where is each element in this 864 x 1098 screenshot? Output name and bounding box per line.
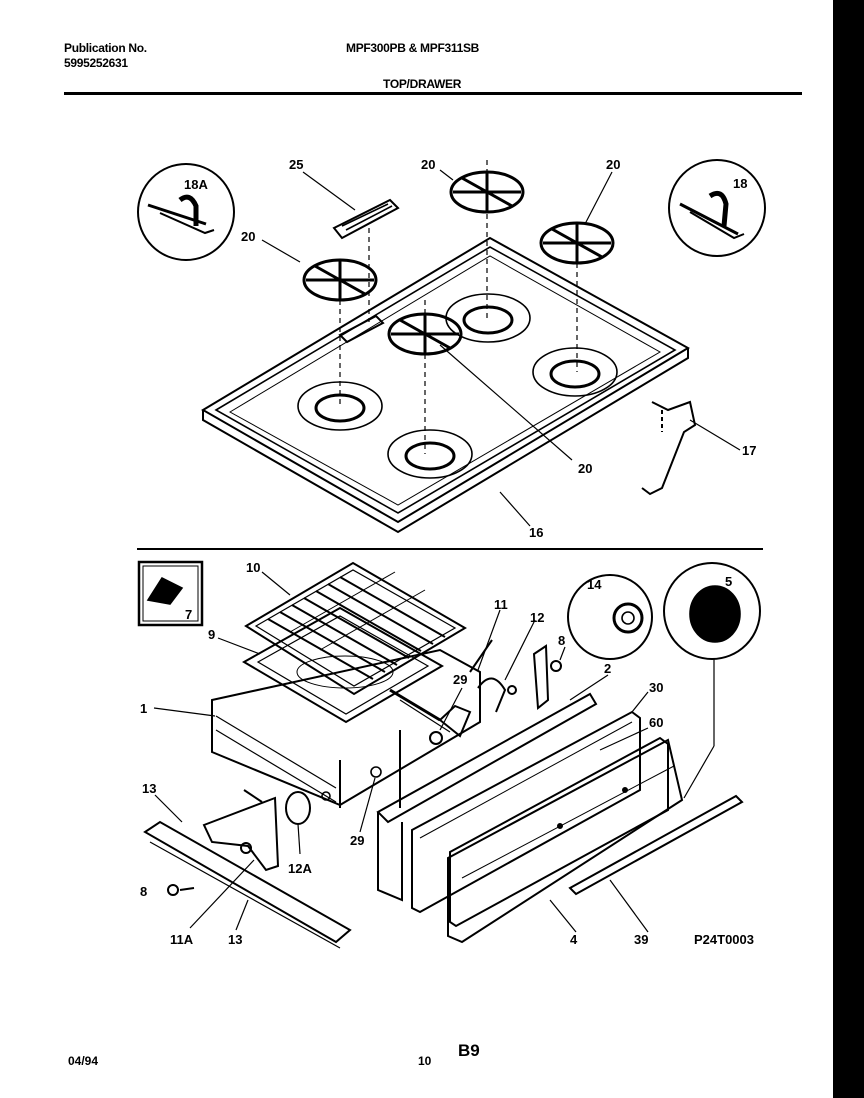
section-title: TOP/DRAWER <box>383 77 462 91</box>
drawer-panel-60 <box>449 736 669 928</box>
burner-alignment-lines <box>339 160 578 454</box>
callout-4: 4 <box>570 932 578 947</box>
callout-13-lower: 13 <box>228 932 242 947</box>
callout-1: 1 <box>140 701 147 716</box>
grate-left-20 <box>302 258 378 302</box>
callout-12a: 12A <box>288 861 312 876</box>
footer-section-code: B9 <box>458 1041 480 1060</box>
callout-17: 17 <box>742 443 756 458</box>
publication-number: 5995252631 <box>64 56 128 70</box>
detail-circle-14 <box>567 574 653 660</box>
detail-circle-5 <box>663 562 761 660</box>
detail-circle-18 <box>668 159 766 257</box>
publication-label: Publication No. <box>64 41 147 55</box>
leader-lines-bottom <box>153 571 715 933</box>
callout-8-upper: 8 <box>558 633 565 648</box>
section-divider <box>137 548 763 550</box>
callout-16: 16 <box>529 525 543 540</box>
detail-circle-18a <box>137 163 235 261</box>
header-rule <box>64 92 802 95</box>
callout-29-upper: 29 <box>453 672 467 687</box>
grate-right-20 <box>539 221 615 265</box>
model-numbers: MPF300PB & MPF311SB <box>346 41 480 55</box>
vent-trim-25 <box>332 198 400 344</box>
callout-60: 60 <box>649 715 663 730</box>
callout-29-lower: 29 <box>350 833 364 848</box>
callout-11a: 11A <box>170 932 194 947</box>
callout-2: 2 <box>604 661 611 676</box>
callout-5: 5 <box>725 574 732 589</box>
footer-date: 04/94 <box>68 1054 99 1068</box>
burner-bowl-left <box>297 381 383 431</box>
callout-7: 7 <box>185 607 192 622</box>
callout-8-lower: 8 <box>140 884 147 899</box>
detail-box-7 <box>137 560 204 627</box>
callout-39: 39 <box>634 932 648 947</box>
callout-13-upper: 13 <box>142 781 156 796</box>
drawer-rail-13 <box>143 820 352 949</box>
callout-20-center: 20 <box>578 461 592 476</box>
callout-25: 25 <box>289 157 303 172</box>
callout-10: 10 <box>246 560 260 575</box>
footer-page-number: 10 <box>418 1054 432 1068</box>
drawer-body-1 <box>211 648 481 808</box>
leader-lines-top <box>261 169 741 527</box>
callout-18: 18 <box>733 176 747 191</box>
callout-9: 9 <box>208 627 215 642</box>
scan-edge <box>833 0 864 1098</box>
drawer-handle-39 <box>568 794 744 896</box>
callout-12: 12 <box>530 610 544 625</box>
rail-roller-12a <box>285 791 311 825</box>
callout-18a: 18A <box>184 177 208 192</box>
figure-code: P24T0003 <box>694 932 754 947</box>
callout-30: 30 <box>649 680 663 695</box>
burner-bowl-right <box>532 347 618 397</box>
rail-bracket-11a <box>202 789 280 872</box>
callout-20-left: 20 <box>241 229 255 244</box>
cooktop-top-16 <box>201 236 690 534</box>
drawer-front-4 <box>447 738 684 944</box>
callout-labels: 18A 25 20 20 20 20 18 17 16 10 9 7 1 11 … <box>140 157 756 947</box>
burner-bowl-front <box>387 429 473 479</box>
inner-panel <box>376 692 598 902</box>
callout-20-right: 20 <box>606 157 620 172</box>
callout-20-rear: 20 <box>421 157 435 172</box>
wire-bracket-17 <box>641 400 697 496</box>
callout-11: 11 <box>494 597 508 612</box>
callout-14: 14 <box>587 577 602 592</box>
broiler-pan-9 <box>241 606 445 724</box>
